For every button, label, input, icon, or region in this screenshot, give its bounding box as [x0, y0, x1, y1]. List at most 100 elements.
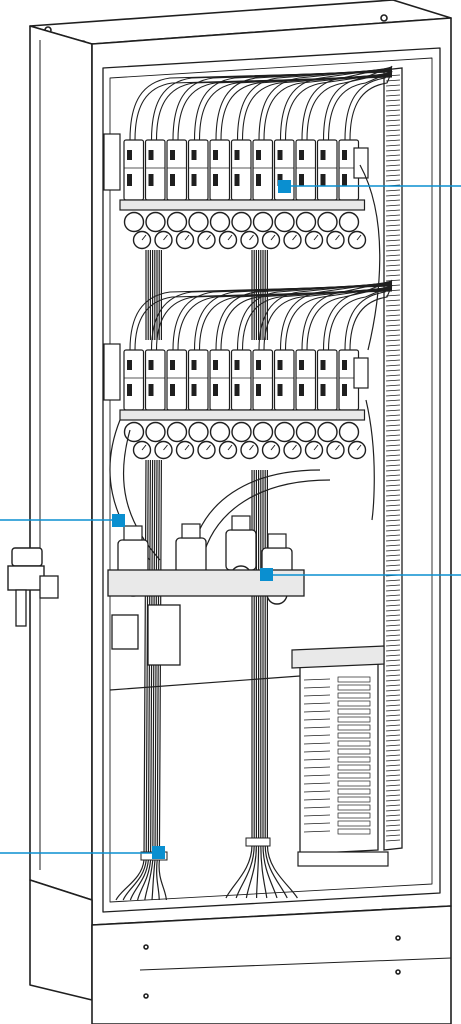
- terminal-block: [337, 708, 371, 715]
- terminal-block: [337, 748, 371, 755]
- manifold-base: [119, 199, 366, 211]
- terminal-block: [337, 740, 371, 747]
- solenoid-valve: [166, 139, 188, 201]
- pressure-regulator-knob: [145, 421, 166, 443]
- terminal-block: [337, 780, 371, 787]
- terminal-block-assembly: [291, 645, 389, 867]
- pressure-regulator-knob: [338, 211, 360, 233]
- solenoid-valve: [230, 349, 252, 411]
- callout-pneumatic-tubing-left-marker: [112, 514, 125, 527]
- valve-tube: [344, 65, 393, 141]
- solenoid-valve: [316, 139, 338, 201]
- solenoid-valve: [187, 349, 209, 411]
- side-valve-cap: [11, 547, 43, 567]
- callout-layer: [0, 180, 461, 859]
- regulator-cap: [267, 533, 287, 549]
- pressure-switch: [111, 614, 139, 650]
- pressure-regulator-knob: [231, 211, 252, 233]
- valve-tube: [150, 70, 393, 141]
- pressure-regulator-knob: [231, 421, 252, 443]
- valve-tube: [301, 280, 393, 351]
- valve-tube: [129, 285, 393, 351]
- pressure-regulator-knob: [252, 211, 274, 233]
- valve-tube: [258, 281, 393, 351]
- pressure-regulator-knob: [123, 211, 145, 233]
- solenoid-valve: [209, 139, 231, 201]
- terminal-block: [337, 676, 371, 683]
- terminal-block: [337, 812, 371, 819]
- pressure-regulator-knob: [209, 421, 231, 443]
- terminal-block: [337, 684, 371, 691]
- cable-tie: [245, 837, 271, 847]
- solenoid-valve: [252, 349, 274, 411]
- horizontal-tube: [109, 675, 301, 691]
- regulator-cap: [231, 515, 251, 531]
- terminal-block: [337, 772, 371, 779]
- side-fitting: [353, 147, 369, 179]
- terminal-block: [337, 700, 371, 707]
- valve-tube: [258, 67, 393, 141]
- pressure-regulator-knob: [274, 211, 295, 233]
- pressure-regulator-knob: [166, 211, 188, 233]
- valve-manifold-lower: [103, 279, 393, 460]
- terminal-block: [337, 756, 371, 763]
- solenoid-valve: [123, 139, 145, 201]
- pressure-regulator-knob: [123, 421, 145, 443]
- valve-tube: [301, 66, 393, 141]
- solenoid-valve: [295, 139, 317, 201]
- solenoid-valve: [166, 349, 188, 411]
- pressure-regulator-knob: [338, 421, 360, 443]
- terminal-block: [337, 724, 371, 731]
- regulator-cap: [181, 523, 201, 539]
- terminal-block: [337, 788, 371, 795]
- shutoff-valve: [147, 604, 181, 666]
- pressure-regulator-knob: [145, 211, 166, 233]
- solenoid-valve: [316, 349, 338, 411]
- pressure-regulator-knob: [317, 211, 338, 233]
- terminal-block: [337, 764, 371, 771]
- side-valve-stem: [15, 589, 27, 627]
- regulator-body: [225, 529, 257, 571]
- terminal-base: [297, 851, 389, 867]
- solenoid-valve: [209, 349, 231, 411]
- pressure-regulator-knob: [252, 421, 274, 443]
- terminal-block: [337, 796, 371, 803]
- pressure-regulator-knob: [166, 421, 188, 443]
- terminal-block: [337, 692, 371, 699]
- valve-tube: [193, 69, 393, 141]
- terminal-block: [337, 804, 371, 811]
- solenoid-valve: [230, 139, 252, 201]
- vertical-cable-duct: [383, 67, 403, 851]
- side-fitting: [353, 357, 369, 389]
- solenoid-valve: [252, 139, 274, 201]
- solenoid-valve: [144, 349, 166, 411]
- terminal-cover: [291, 645, 385, 669]
- solenoid-valve: [144, 139, 166, 201]
- callout-valve-manifold-upper-marker: [278, 180, 291, 193]
- duct-outline: [383, 67, 403, 851]
- side-mounted-valve: [7, 547, 59, 627]
- valve-tube: [129, 71, 393, 141]
- valve-tube: [322, 280, 393, 351]
- valve-tube: [172, 284, 393, 351]
- terminal-block: [337, 732, 371, 739]
- valve-tube: [322, 66, 393, 141]
- regulator-cap: [123, 525, 143, 541]
- side-valve-port: [39, 575, 59, 599]
- valve-manifold-upper: [103, 65, 393, 250]
- valve-tube: [344, 279, 393, 351]
- valve-tube: [236, 68, 393, 141]
- terminal-block: [337, 820, 371, 827]
- solenoid-valve: [123, 349, 145, 411]
- solenoid-valve: [273, 349, 295, 411]
- solenoid-valve: [187, 139, 209, 201]
- manifold-base: [119, 409, 366, 421]
- solenoid-valve: [295, 349, 317, 411]
- pressure-regulator-knob: [317, 421, 338, 443]
- manifold-end-plate: [103, 133, 121, 191]
- terminal-block: [337, 828, 371, 835]
- callout-cable-bundle-bottom-marker: [152, 846, 165, 859]
- valve-tube: [193, 283, 393, 351]
